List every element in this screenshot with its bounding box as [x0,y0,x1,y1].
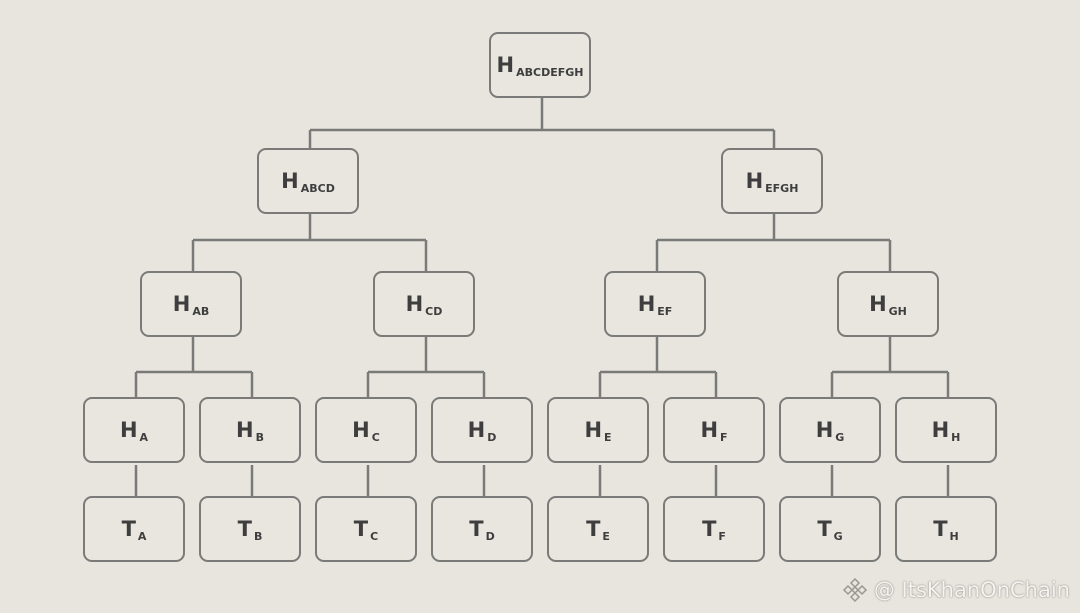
watermark: @ ItsKhanOnChain [842,577,1070,603]
node-label: H [119,418,138,442]
node-subscript: A [139,430,149,444]
node-subscript: F [720,430,728,444]
node-subscript: A [137,529,147,543]
node-subscript: EF [657,304,673,318]
node-subscript: EFGH [765,181,799,195]
node-label: T [237,517,252,541]
node-subscript: ABCD [300,181,335,195]
node-label: T [586,517,601,541]
node-subscript: AB [192,304,210,318]
node-subscript: C [371,430,380,444]
watermark-text: @ ItsKhanOnChain [873,578,1070,602]
node-label: H [172,292,191,316]
node-label: H [869,292,887,316]
node-subscript: D [485,529,495,543]
node-label: H [352,418,370,442]
node-label: H [405,292,424,316]
node-label: H [281,169,299,193]
node-label: T [469,517,484,541]
node-subscript: G [833,529,843,543]
node-label: H [496,53,515,77]
node-label: H [931,418,950,442]
node-subscript: B [253,529,263,543]
node-subscript: G [835,430,845,444]
node-subscript: D [487,430,497,444]
node-subscript: H [951,430,961,444]
node-subscript: CD [425,304,443,318]
binance-logo-icon [842,577,867,603]
node-label: H [745,169,764,193]
node-subscript: ABCDEFGH [516,65,584,79]
node-label: H [467,418,486,442]
node-subscript: B [255,430,264,444]
node-subscript: F [718,529,726,543]
node-label: H [815,418,834,442]
node-label: T [702,517,717,541]
node-subscript: H [949,529,959,543]
node-label: H [637,292,656,316]
node-label: H [700,418,719,442]
node-subscript: C [370,529,379,543]
node-label: T [933,517,948,541]
node-subscript: E [602,529,610,543]
node-label: H [236,418,254,442]
node-label: T [353,517,369,541]
node-subscript: GH [888,304,907,318]
node-label: T [817,517,832,541]
node-subscript: E [604,430,612,444]
node-label: H [584,418,603,442]
node-label: T [121,517,136,541]
